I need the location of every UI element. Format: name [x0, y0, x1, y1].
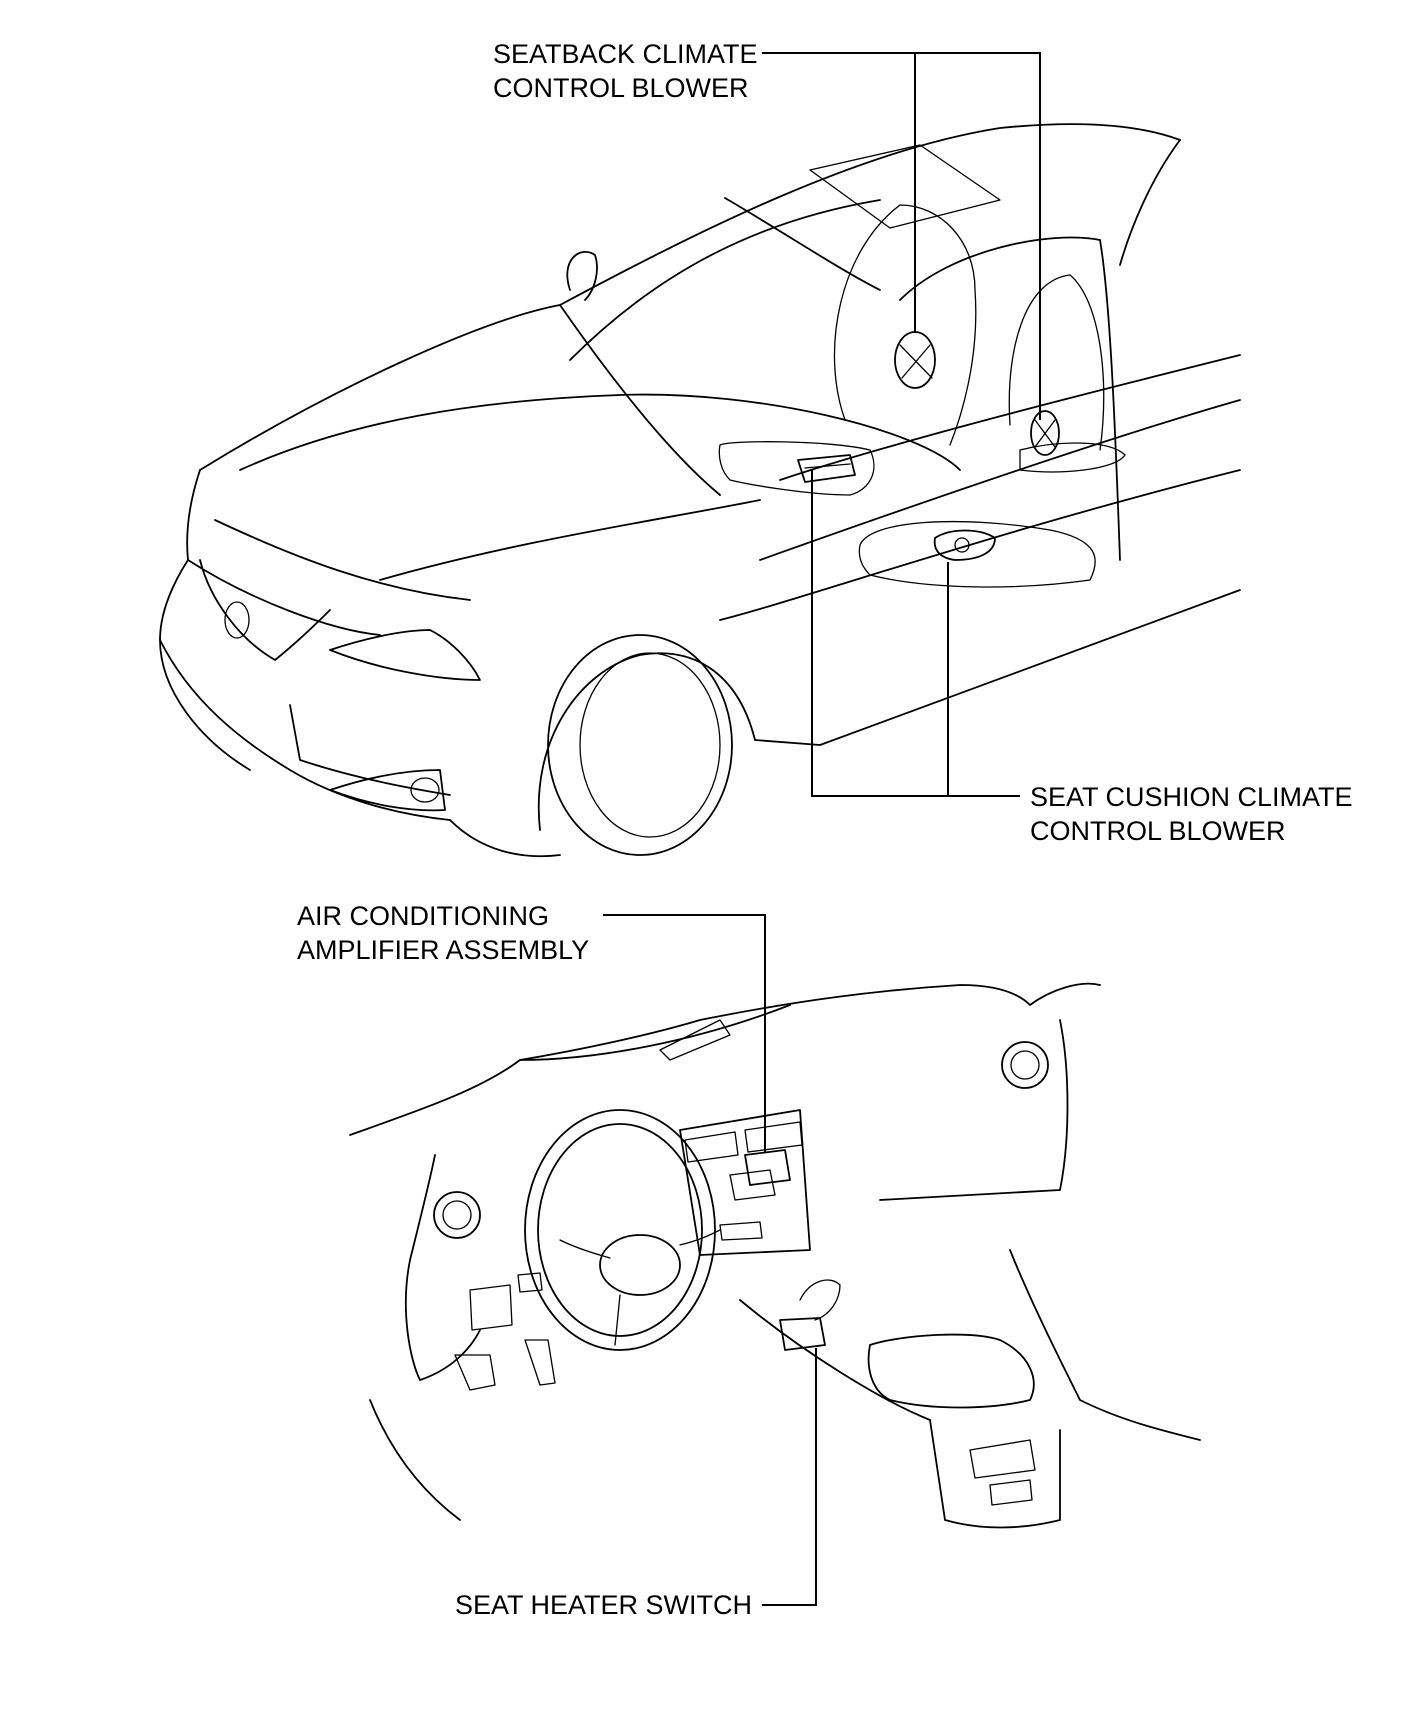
seat-heater-switch-leader: [762, 1348, 817, 1606]
seat-heater-switch-icon: [779, 1317, 826, 1351]
ac-amplifier-leader: [603, 914, 766, 1153]
instrument-panel-illustration: [349, 982, 1201, 1529]
seatback-blower-rear-icon: [1030, 410, 1060, 456]
seatback-blower-label-line2: CONTROL BLOWER: [493, 73, 749, 103]
seat-cushion-blower-leader: [811, 470, 1020, 797]
seat-cushion-blower-label-line2: CONTROL BLOWER: [1030, 816, 1286, 846]
seatback-blower-label-line1: SEATBACK CLIMATE: [493, 39, 758, 69]
seat-cushion-blower-rear-icon: [933, 529, 996, 561]
seat-cushion-blower-front-icon: [797, 454, 856, 483]
vehicle-exterior-illustration: [159, 123, 1241, 858]
seat-cushion-blower-label-line1: SEAT CUSHION CLIMATE: [1030, 782, 1353, 812]
ac-amplifier-icon: [744, 1149, 791, 1186]
ac-amplifier-label-line1: AIR CONDITIONING: [297, 901, 549, 931]
seatback-blower-leader: [762, 52, 1041, 420]
seatback-blower-front-icon: [894, 331, 936, 389]
seat-heater-switch-label: SEAT HEATER SWITCH: [455, 1590, 752, 1620]
ac-amplifier-label-line2: AMPLIFIER ASSEMBLY: [297, 935, 589, 965]
